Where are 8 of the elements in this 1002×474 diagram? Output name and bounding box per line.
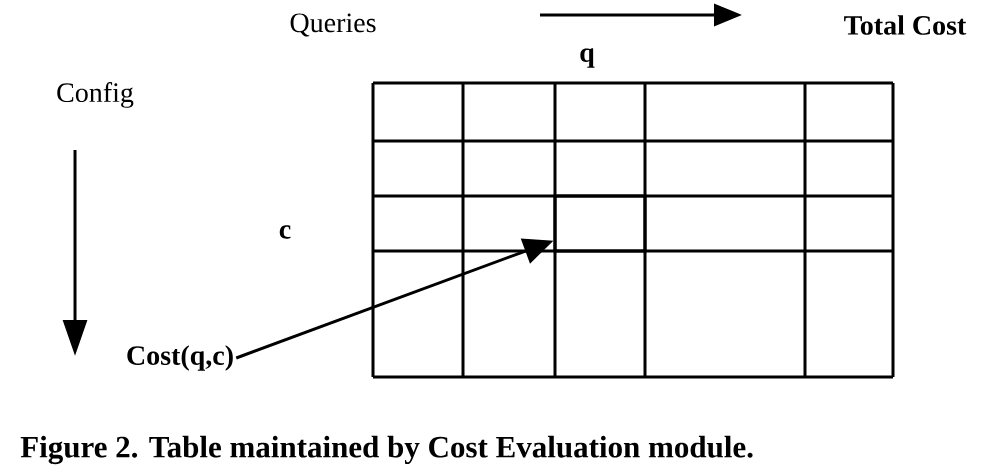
figure-caption: Figure 2. Table maintained by Cost Evaluation module. bbox=[20, 435, 753, 465]
axis-label: Config bbox=[57, 82, 134, 108]
table-cell bbox=[553, 194, 647, 253]
axis-label: Total Cost bbox=[844, 15, 967, 35]
axis-label: Queries bbox=[290, 13, 376, 37]
column-label: q bbox=[580, 48, 595, 68]
row-label: c bbox=[279, 225, 291, 239]
cost-label: Cost(q,c) bbox=[127, 345, 233, 371]
